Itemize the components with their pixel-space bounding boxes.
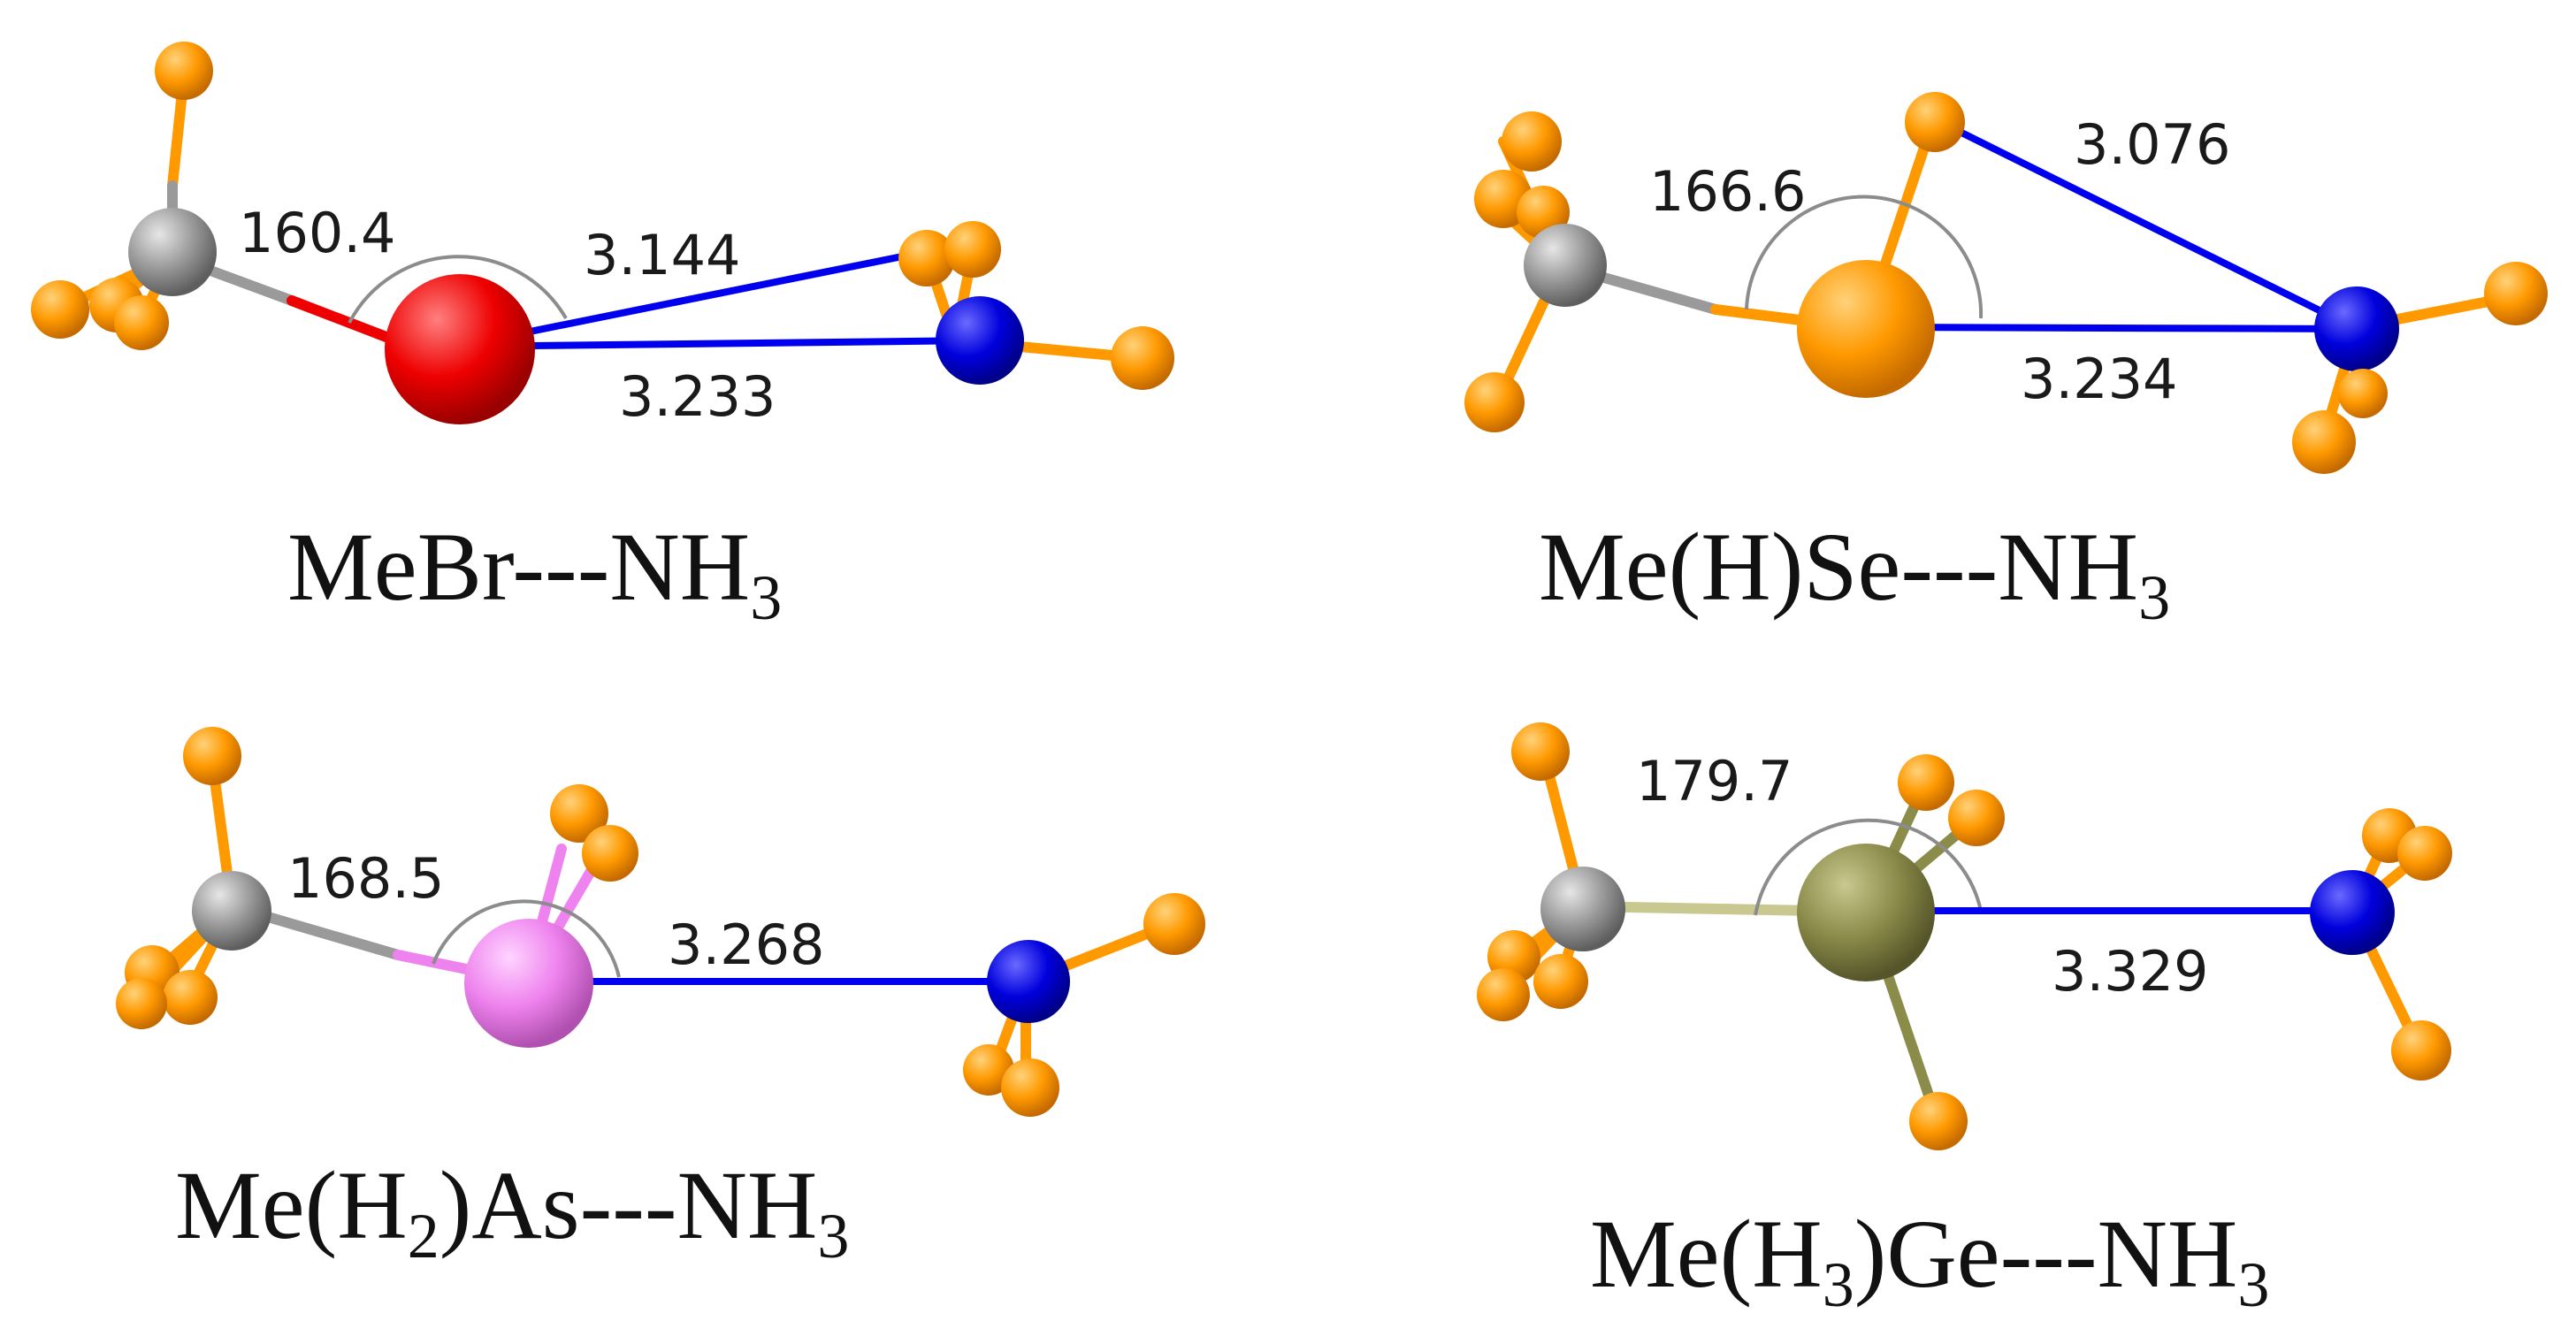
contact-line-selenium-nitrogen xyxy=(1861,324,2360,332)
hydrogen-atom xyxy=(1511,722,1570,781)
hydrogen-atom xyxy=(1898,754,1954,811)
angle-arc xyxy=(348,255,568,324)
hydrogen-atom xyxy=(1909,1092,1968,1150)
angle-label: 179.7 xyxy=(1636,749,1793,813)
hydrogen-atom xyxy=(1948,790,2005,846)
hydrogen-atom xyxy=(114,295,169,350)
distance-label: 3.233 xyxy=(619,364,776,429)
hydrogen-atom xyxy=(1001,1058,1059,1117)
hydrogen-atom xyxy=(1905,92,1965,152)
arsenic-atom xyxy=(464,919,593,1048)
contact-line-bromine-nitrogen xyxy=(452,337,985,350)
carbon-atom xyxy=(1540,867,1625,951)
hydrogen-atom xyxy=(163,970,218,1025)
distance-label: 3.144 xyxy=(584,223,741,287)
hydrogen-atom xyxy=(1533,954,1588,1009)
angle-arc xyxy=(432,899,621,978)
angle-arc xyxy=(1754,818,1983,916)
hydrogen-atom xyxy=(582,825,638,882)
compound-caption: MeBr---NH3 xyxy=(287,513,782,633)
nitrogen-atom xyxy=(936,296,1024,385)
hydrogen-atom xyxy=(2338,369,2388,418)
distance-label: 3.234 xyxy=(2021,347,2178,411)
hydrogen-atom xyxy=(2397,826,2452,881)
panel-meh2as: 168.5 3.268 Me(H2)As---NH3 xyxy=(116,727,1205,1271)
angle-arc xyxy=(1745,195,1984,319)
selenium-atom xyxy=(1797,260,1935,398)
bromine-atom xyxy=(385,274,535,424)
hydrogen-atom xyxy=(1477,968,1530,1021)
compound-caption: Me(H)Se---NH3 xyxy=(1539,513,2170,633)
hydrogen-atom xyxy=(1111,326,1174,390)
contact-line-hydrogen-nitrogen xyxy=(1931,116,2360,332)
contact-line-bromine-hydrogen xyxy=(452,248,928,350)
hydrogen-atom xyxy=(898,230,955,286)
angle-label: 166.6 xyxy=(1649,159,1807,224)
nitrogen-atom xyxy=(2310,870,2395,955)
hydrogen-atom xyxy=(155,42,213,100)
angle-label: 160.4 xyxy=(239,201,396,265)
distance-label: 3.329 xyxy=(2052,939,2209,1004)
hydrogen-atom xyxy=(1502,111,1562,172)
hydrogen-atom xyxy=(1143,893,1205,955)
hydrogen-atom xyxy=(31,280,89,339)
nitrogen-atom xyxy=(987,940,1070,1023)
distance-label: 3.268 xyxy=(668,913,825,977)
hydrogen-atom xyxy=(183,727,241,785)
hydrogen-atom xyxy=(944,221,1001,278)
compound-caption: Me(H3)Ge---NH3 xyxy=(1590,1200,2269,1320)
hydrogen-atom xyxy=(550,784,608,843)
hydrogen-atom xyxy=(2391,1020,2451,1081)
hydrogen-atom xyxy=(2292,410,2356,474)
hydrogen-atom xyxy=(2484,262,2548,325)
nitrogen-atom xyxy=(2314,286,2399,371)
panel-mebr: 160.4 3.144 3.233 MeBr---NH3 xyxy=(31,42,1174,633)
compound-caption: Me(H2)As---NH3 xyxy=(175,1151,849,1271)
carbon-atom xyxy=(192,871,271,951)
carbon-atom xyxy=(1524,224,1607,307)
angle-label: 168.5 xyxy=(287,846,445,911)
hydrogen-atom xyxy=(116,978,167,1029)
germanium-atom xyxy=(1797,844,1935,981)
hydrogen-atom xyxy=(1464,372,1525,432)
distance-label: 3.076 xyxy=(2074,112,2231,177)
carbon-atom xyxy=(128,208,217,296)
panel-meh3ge: 179.7 3.329 Me(H3)Ge---NH3 xyxy=(1477,722,2452,1320)
panel-mehse: 166.6 3.076 3.234 Me(H)Se---NH3 xyxy=(1464,92,2548,633)
